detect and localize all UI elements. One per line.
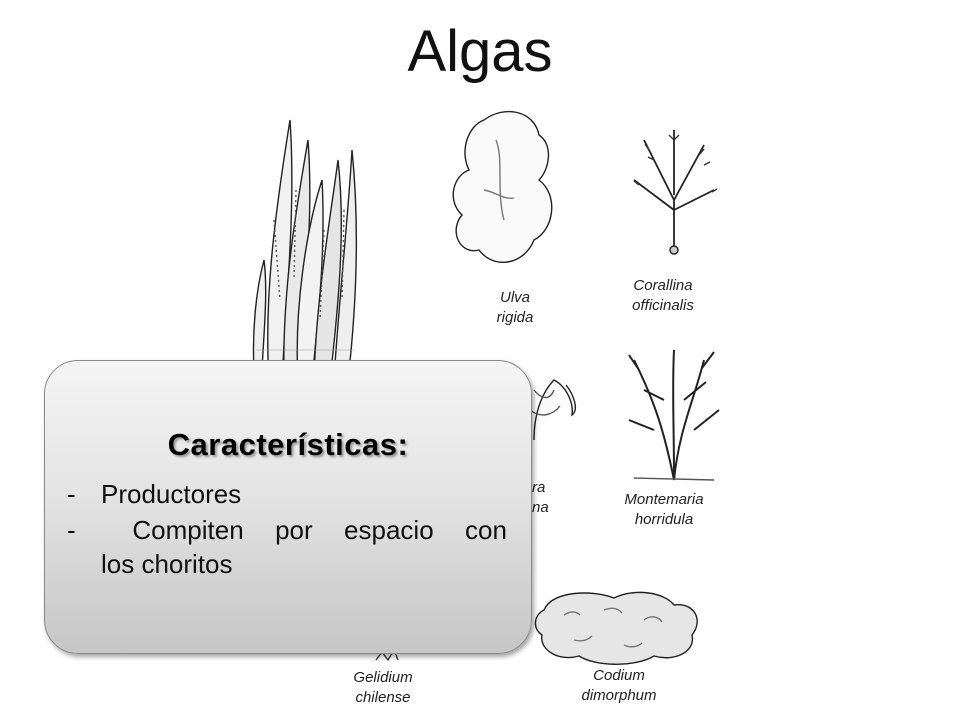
callout-heading: Características: xyxy=(167,427,409,462)
word: por xyxy=(275,515,313,545)
species-name: Gelidium xyxy=(353,669,413,686)
species-epithet: dimorphum xyxy=(581,687,657,704)
characteristic-item: - Compiten por espacio con los choritos xyxy=(67,513,507,581)
characteristic-line: - Compiten por espacio con xyxy=(67,513,507,547)
species-caption: Codium dimorphum xyxy=(564,666,674,706)
codium-drawing xyxy=(534,591,698,665)
bullet-dash: - xyxy=(67,479,76,509)
characteristics-callout: Características: -Productores - Compiten… xyxy=(44,360,532,654)
ulva-drawing xyxy=(452,110,553,264)
corallina-drawing xyxy=(633,130,718,255)
species-name: Ulva xyxy=(499,289,530,306)
characteristic-text-continued: los choritos xyxy=(101,549,233,579)
word: Compiten xyxy=(132,515,244,545)
characteristic-item: -Productores xyxy=(67,477,241,511)
species-name: Corallina xyxy=(633,277,693,294)
bullet-dash: - xyxy=(67,515,76,545)
kelp-fronds-drawing xyxy=(252,119,358,381)
species-caption: Montemaria horridula xyxy=(604,490,724,530)
species-name: Montemaria xyxy=(624,491,704,508)
species-caption: Ulva rigida xyxy=(480,288,550,328)
characteristic-text: Productores xyxy=(101,479,242,509)
species-epithet: horridula xyxy=(634,511,694,528)
species-name: Codium xyxy=(593,667,645,684)
species-caption: Corallina officinalis xyxy=(608,276,718,316)
species-name: ra xyxy=(532,479,546,496)
species-epithet: officinalis xyxy=(632,297,694,314)
algae-drawings xyxy=(252,110,720,665)
word: con xyxy=(465,515,507,545)
montemaria-drawing xyxy=(628,349,720,481)
word: espacio xyxy=(344,515,434,545)
species-epithet: na xyxy=(532,499,549,516)
species-epithet: chilense xyxy=(355,689,411,706)
slide-title: Algas xyxy=(407,19,553,84)
species-epithet: rigida xyxy=(496,309,534,326)
species-caption: ra na xyxy=(532,478,562,518)
fan-alga-drawing xyxy=(529,379,576,441)
species-caption: Gelidium chilense xyxy=(338,668,428,708)
algae-illustration: Ulva rigida Corallina officinalis ra na … xyxy=(234,100,724,706)
